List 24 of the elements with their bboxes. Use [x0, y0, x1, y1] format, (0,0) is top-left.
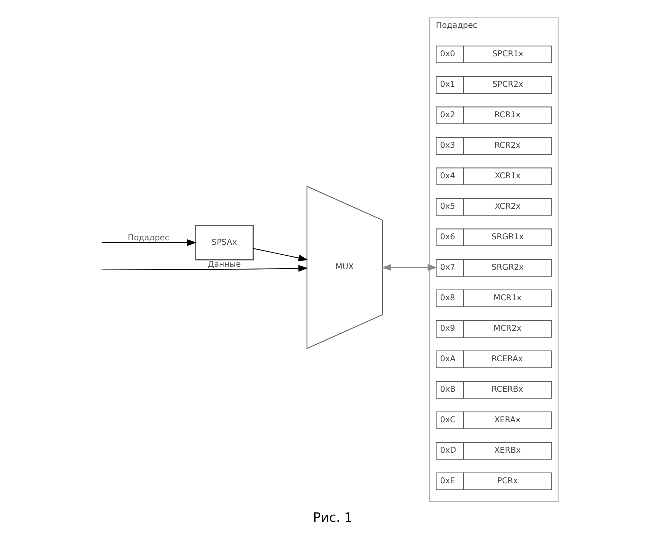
caption: Рис. 1	[313, 510, 353, 526]
node-label: 0x9	[440, 324, 456, 334]
node-label: 0x3	[440, 141, 456, 150]
node-label: 0xE	[440, 476, 456, 486]
arrow	[101, 265, 308, 272]
node-label: 0x0	[440, 50, 456, 59]
arrow	[253, 248, 308, 262]
node-label: 0x1	[440, 80, 456, 90]
node-label: 0x6	[440, 232, 456, 242]
node-label: 0x7	[440, 263, 456, 272]
node-box: SPSAx	[195, 225, 254, 261]
node-label: 0xC	[440, 416, 456, 425]
node-label: 0x5	[440, 202, 456, 212]
edge-label: Подадрес	[128, 233, 170, 242]
node-label: 0x4	[440, 172, 456, 181]
node-label: 0x8	[440, 294, 456, 303]
arrow	[101, 239, 197, 246]
node-box: MUX	[306, 186, 384, 350]
edge-label: Данные	[208, 260, 242, 269]
node-label: 0xA	[440, 354, 456, 364]
arrow	[382, 264, 438, 272]
node-label: 0x2	[440, 110, 456, 120]
node-label: 0xB	[440, 385, 456, 394]
node-label: 0xD	[440, 446, 456, 456]
